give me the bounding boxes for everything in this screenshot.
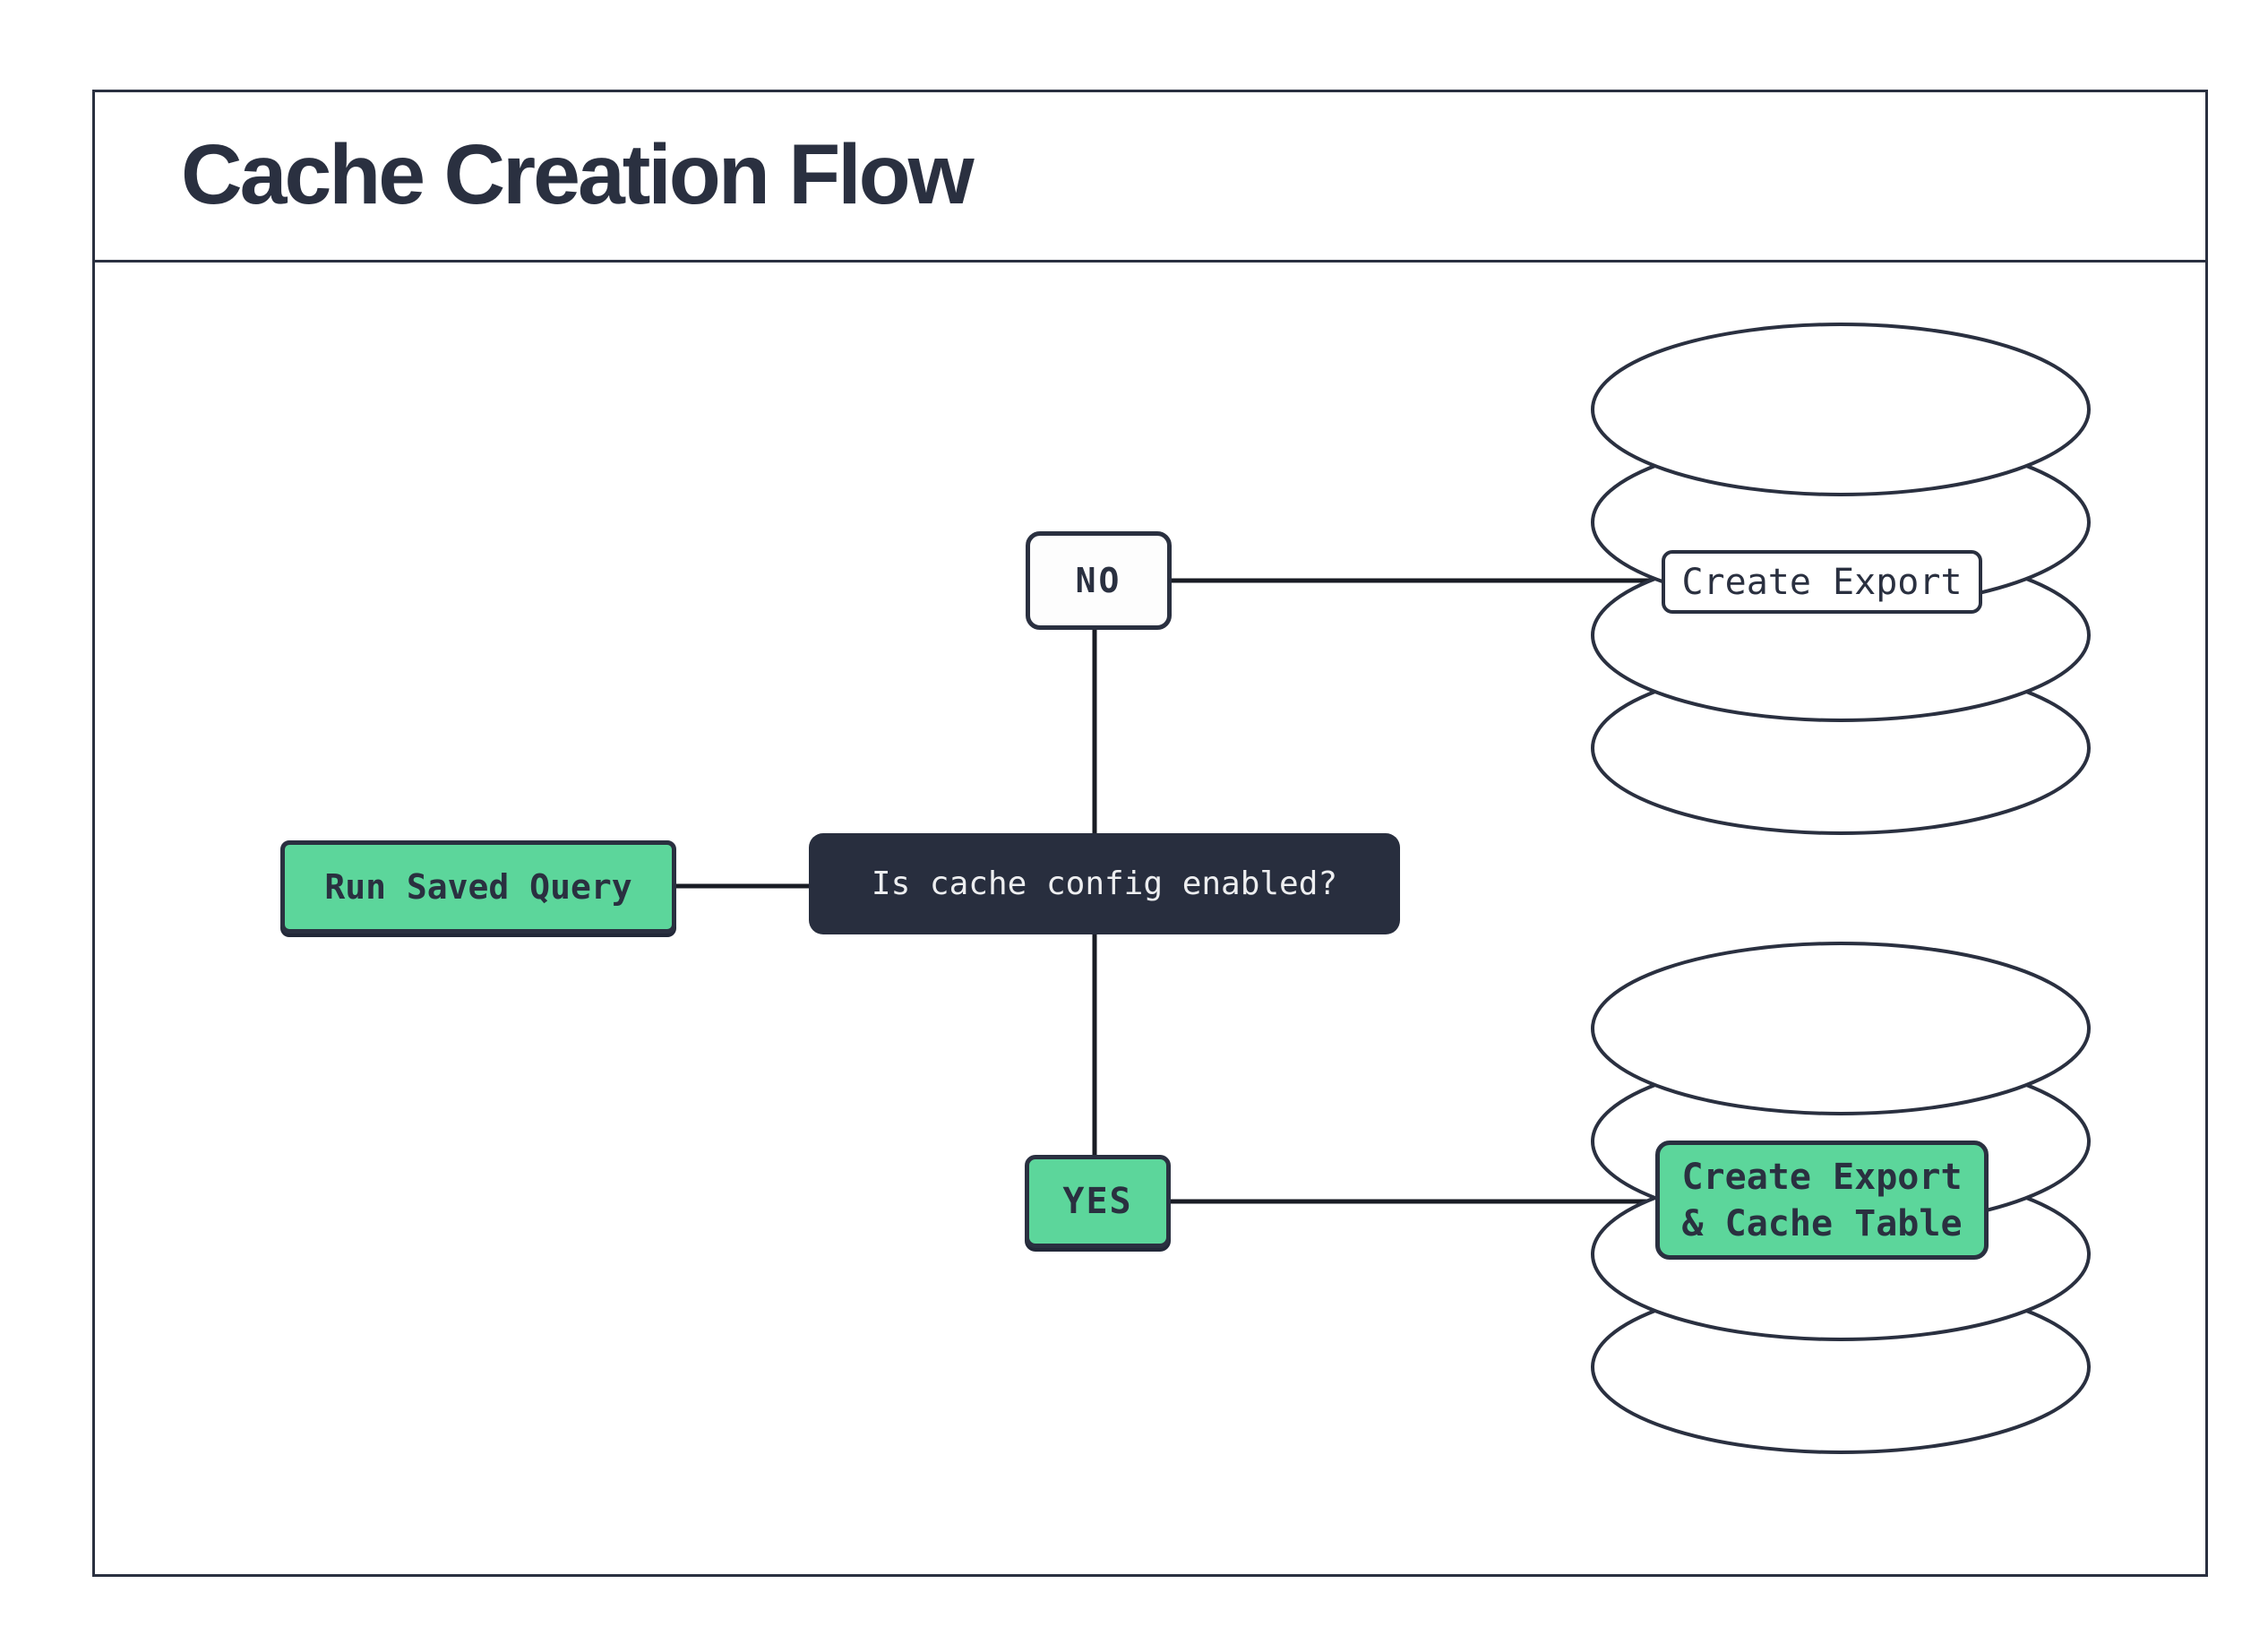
label-create-export: Create Export xyxy=(1662,550,1982,614)
node-no: NO xyxy=(1026,531,1172,630)
label-create-export-cache-line1: Create Export xyxy=(1681,1156,1963,1198)
node-decision-label: Is cache config enabled? xyxy=(871,865,1338,902)
label-create-export-cache-line2: & Cache Table xyxy=(1681,1202,1963,1244)
label-create-export-cache-table: Create Export & Cache Table xyxy=(1655,1141,1989,1260)
node-decision: Is cache config enabled? xyxy=(809,833,1400,934)
node-no-label: NO xyxy=(1075,561,1122,600)
node-run-saved-query: Run Saved Query xyxy=(280,840,676,934)
label-create-export-text: Create Export xyxy=(1681,561,1963,603)
node-yes: YES xyxy=(1025,1155,1171,1248)
header-divider xyxy=(92,260,2208,263)
node-yes-label: YES xyxy=(1062,1181,1133,1222)
connector-lines xyxy=(676,578,1666,1204)
node-run-saved-query-label: Run Saved Query xyxy=(324,867,632,907)
page-title: Cache Creation Flow xyxy=(181,127,975,222)
